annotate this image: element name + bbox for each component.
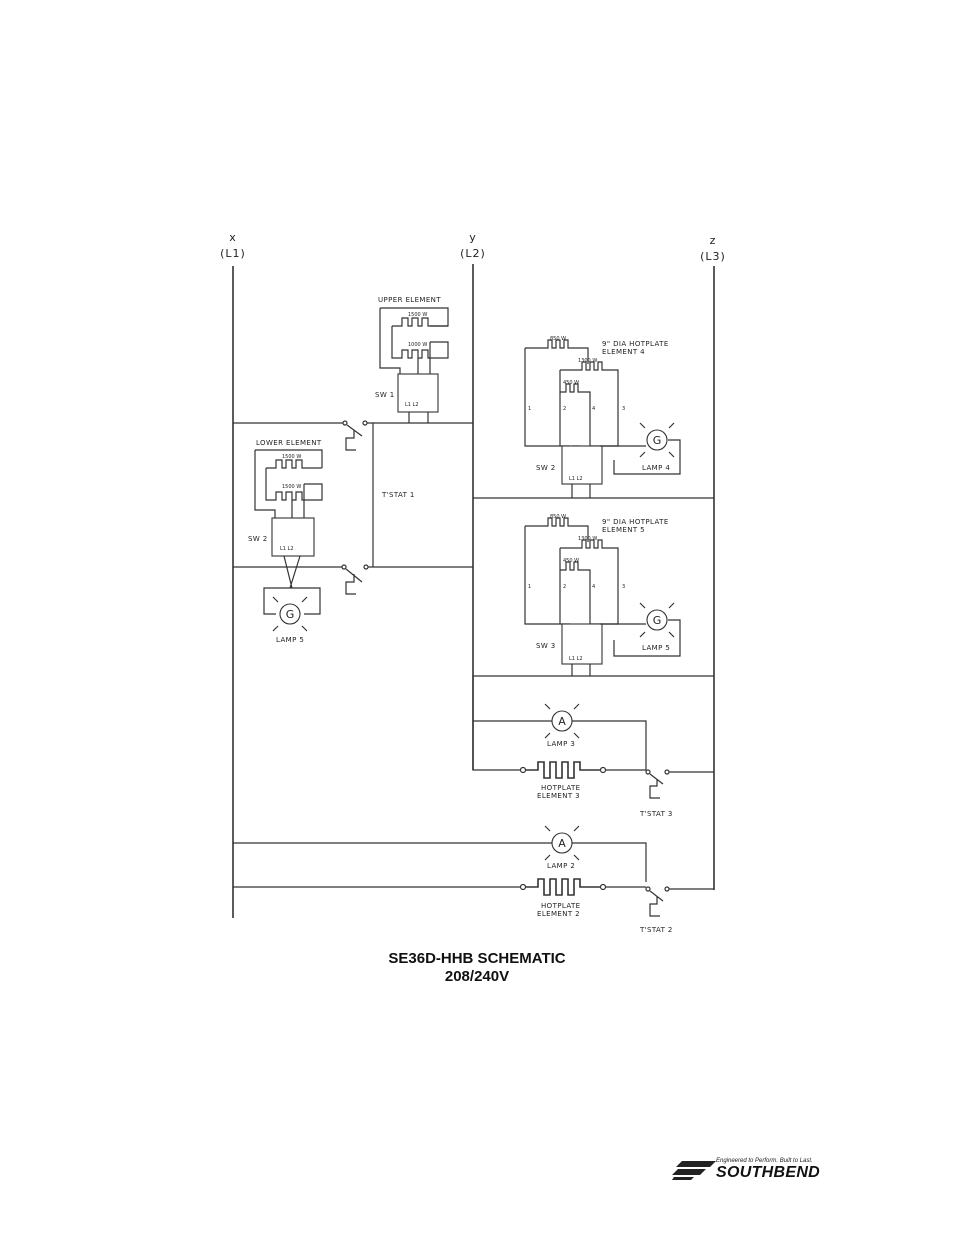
hp5-w2: 1300 W [578,536,597,542]
hp5-title: 9" DIA HOTPLATE [602,518,669,526]
sw3-box [561,623,603,665]
upper-element-label: UPPER ELEMENT [378,296,441,304]
lamp2-label: LAMP 2 [547,862,575,870]
hp4-w2: 1300 W [578,358,597,364]
lower-element-group: LOWER ELEMENT 1500 W 1500 W L1 L2 SW 2 G… [248,439,323,644]
lamp-left-bulb [279,603,301,625]
hotplate-5-group: 9" DIA HOTPLATE ELEMENT 5 850 W 1300 W 4… [524,514,681,676]
lamp4-label: LAMP 4 [642,464,670,472]
hp2-line2: ELEMENT 2 [537,910,580,918]
schematic-voltage: 208/240V [444,968,510,985]
hp3-line1: HOTPLATE [541,784,580,792]
hp4-t1: 1 [528,406,531,412]
hp3-line2: ELEMENT 3 [537,792,580,800]
lamp5-bulb [646,609,668,631]
hp4-w3: 450 W [563,380,579,386]
hp5-sub: ELEMENT 5 [602,526,645,534]
sw2-right-terminals: L1 L2 [569,476,583,482]
hp5-w3: 450 W [563,558,579,564]
bus-y-line: (L2) [460,247,486,260]
lamp3-glyph: A [558,715,566,728]
sw3-terminals: L1 L2 [569,656,583,662]
sw1-label: SW 1 [375,391,395,399]
sw2-left-label: SW 2 [248,535,268,543]
lamp2-bulb [551,832,573,854]
hotplate-3-group: A LAMP 3 HOTPLATE ELEMENT 3 T'STAT 3 [472,676,714,818]
sw3-label: SW 3 [536,642,556,650]
lamp3-label: LAMP 3 [547,740,575,748]
bus-x-letter: x [229,231,237,244]
hp5-t2: 2 [563,584,566,590]
hp4-t3: 3 [622,406,625,412]
sw2-left-terminals: L1 L2 [280,546,294,552]
lower-element-label: LOWER ELEMENT [256,439,322,447]
lower-w1-label: 1500 W [282,454,301,460]
lamp5-glyph: G [653,614,662,627]
hp5-t3: 3 [622,584,625,590]
tstat1-label: T'STAT 1 [381,491,415,499]
bus-x-line: (L1) [220,247,246,260]
lamp2-glyph: A [558,837,566,850]
hp2-line1: HOTPLATE [541,902,580,910]
bus-y-letter: y [469,231,477,244]
sw2-left-box [271,517,315,557]
schematic-title: SE36D-HHB SCHEMATIC [388,950,566,967]
lower-w2-label: 1500 W [282,484,301,490]
hp4-w1: 850 W [550,336,566,342]
schematic-caption: SE36D-HHB SCHEMATIC 208/240V [0,950,954,986]
brand-name: SOUTHBEND [716,1164,821,1181]
sw1-box [397,373,439,413]
sw2-right-box [561,445,603,485]
lamp-left-glyph: G [286,608,295,621]
tstat2-label: T'STAT 2 [639,926,673,934]
hotplate-2-group: A LAMP 2 HOTPLATE ELEMENT 2 T'STAT 2 [519,825,714,934]
lamp4-glyph: G [653,434,662,447]
brand-mark-icon [672,1161,716,1180]
brand-tagline: Engineered to Perform. Built to Last. [716,1158,813,1164]
upper-w1-label: 1500 W [408,312,427,318]
hotplate-4-group: 9" DIA HOTPLATE ELEMENT 4 850 W 1300 W 4… [524,336,681,498]
hp5-t1: 1 [528,584,531,590]
hp4-t2: 2 [563,406,566,412]
hp5-t4: 4 [592,584,595,590]
lamp-left-label: LAMP 5 [276,636,304,644]
bus-z-letter: z [710,234,717,247]
tstat3-label: T'STAT 3 [639,810,673,818]
hp4-sub: ELEMENT 4 [602,348,645,356]
sw2-right-label: SW 2 [536,464,556,472]
lamp3-bulb [551,710,573,732]
hp5-w1: 850 W [550,514,566,520]
lamp4-bulb [646,429,668,451]
brand-logo: Engineered to Perform. Built to Last. SO… [672,1156,872,1182]
sw1-terminals: L1 L2 [405,402,419,408]
hp4-title: 9" DIA HOTPLATE [602,340,669,348]
upper-w2-label: 1000 W [408,342,427,348]
hp4-t4: 4 [592,406,595,412]
tstat1-switch [341,420,369,595]
main-feeds [233,422,714,888]
lamp5-label: LAMP 5 [642,644,670,652]
bus-z-line: (L3) [700,250,726,263]
upper-element-group: UPPER ELEMENT 1500 W 1000 W L1 L2 SW 1 [375,296,449,423]
